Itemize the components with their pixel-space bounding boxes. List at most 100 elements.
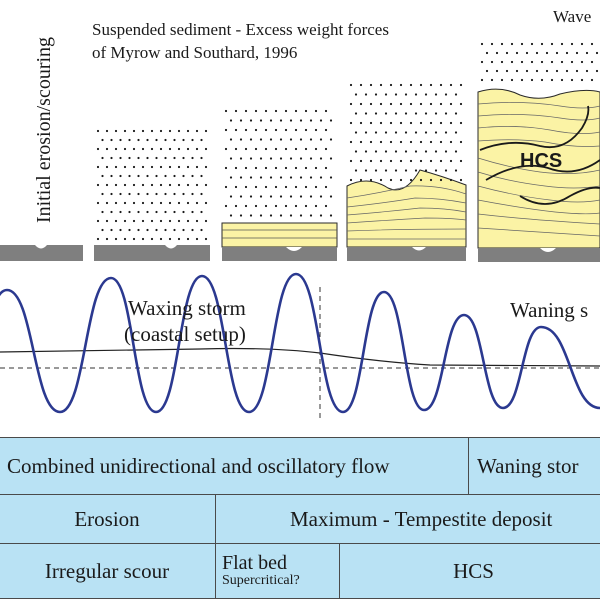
suspended-caption-line2: of Myrow and Southard, 1996 — [92, 43, 297, 62]
sediment-dot — [254, 109, 258, 113]
sediment-dot — [177, 129, 181, 133]
hcs-truncation-surfaces — [479, 105, 600, 205]
sediment-dot — [177, 147, 181, 151]
sediment-dot — [274, 109, 278, 113]
sediment-dot — [119, 156, 122, 160]
sediment-dot — [500, 60, 504, 64]
sediment-dot — [110, 174, 113, 178]
sediment-dot — [480, 78, 484, 82]
sediment-dot — [173, 174, 176, 178]
sediment-dot — [164, 228, 167, 232]
sediment-dot — [404, 150, 408, 153]
sediment-dot — [319, 214, 323, 217]
sediment-dot — [123, 147, 127, 151]
sediment-dot — [324, 109, 328, 113]
maximum-deposit-cell: Maximum - Tempestite deposit — [215, 494, 600, 544]
sediment-dot — [269, 195, 273, 198]
sediment-dot — [304, 204, 308, 208]
sediment-dot — [186, 219, 190, 223]
sediment-dot — [182, 228, 185, 232]
panel-suspension — [94, 129, 210, 261]
sediment-dot — [314, 109, 318, 113]
sediment-dot — [177, 237, 181, 241]
sediment-dot — [384, 169, 388, 172]
sediment-dot — [349, 121, 353, 125]
sediment-dot — [191, 156, 194, 160]
sediment-dot — [349, 140, 353, 144]
sediment-dot — [164, 192, 167, 196]
sediment-dot — [485, 69, 489, 73]
sediment-dot — [229, 119, 233, 122]
sediment-dot — [459, 140, 463, 144]
suspended-dots-2 — [96, 129, 208, 241]
sediment-dot — [384, 131, 388, 134]
waning-storm-label: Waning s — [510, 298, 588, 322]
sediment-dot — [177, 183, 181, 187]
sediment-dot — [289, 138, 293, 141]
suspended-dots-3 — [224, 109, 333, 217]
sediment-dot — [429, 121, 433, 125]
sediment-dot — [449, 178, 453, 182]
sediment-dot — [374, 93, 378, 96]
sediment-dot — [454, 150, 458, 153]
sediment-dot — [284, 204, 288, 208]
sediment-dot — [141, 147, 145, 151]
sediment-dot — [454, 112, 458, 115]
sediment-dot — [424, 150, 428, 153]
sediment-dot — [195, 219, 199, 223]
sediment-dot — [105, 147, 109, 151]
sediment-dot — [399, 102, 403, 106]
sediment-dot — [155, 156, 158, 160]
sediment-dot — [150, 219, 154, 223]
scour-notch-3 — [286, 247, 302, 251]
sediment-dot — [379, 159, 383, 163]
base-bed-4 — [347, 247, 466, 261]
sediment-dot — [404, 93, 408, 96]
sediment-dot — [204, 165, 208, 169]
sediment-dot — [399, 178, 403, 182]
sediment-dot — [364, 169, 368, 172]
sediment-dot — [379, 178, 383, 182]
sediment-dot — [419, 83, 423, 87]
sediment-dot — [239, 176, 243, 179]
sediment-dot — [319, 195, 323, 198]
sediment-dot — [259, 176, 263, 179]
sediment-dot — [374, 112, 378, 115]
sediment-dot — [244, 128, 248, 132]
base-bed-5 — [478, 248, 600, 262]
sediment-dot — [244, 185, 248, 189]
sediment-dot — [590, 78, 594, 82]
sediment-dot — [575, 51, 579, 55]
base-bed-3 — [222, 247, 337, 261]
sediment-dot — [173, 138, 176, 142]
sediment-dot — [105, 237, 109, 241]
sediment-dot — [164, 174, 167, 178]
sediment-dot — [364, 131, 368, 134]
sediment-dot — [520, 78, 524, 82]
sediment-dot — [186, 201, 190, 205]
sediment-dot — [123, 237, 127, 241]
sediment-dot — [182, 156, 185, 160]
sediment-dot — [177, 165, 181, 169]
sediment-dot — [249, 214, 253, 217]
sediment-dot — [354, 112, 358, 115]
sediment-dot — [200, 156, 203, 160]
sediment-dot — [304, 147, 308, 151]
sediment-dot — [444, 131, 448, 134]
sediment-dot — [439, 140, 443, 144]
sediment-dot — [565, 69, 569, 73]
sediment-dot — [128, 174, 131, 178]
sediment-dot — [399, 159, 403, 163]
sediment-dot — [409, 159, 413, 163]
sediment-dot — [96, 147, 100, 151]
suspended-dots-5 — [480, 42, 599, 82]
sediment-dot — [384, 112, 388, 115]
sediment-dot — [369, 159, 373, 163]
sediment-dot — [314, 185, 318, 189]
sediment-dot — [429, 159, 433, 163]
sediment-dot — [304, 128, 308, 132]
hummock-laminae-4 — [346, 185, 467, 240]
sediment-dot — [389, 83, 393, 87]
sediment-dot — [459, 102, 463, 106]
sediment-dot — [105, 183, 109, 187]
